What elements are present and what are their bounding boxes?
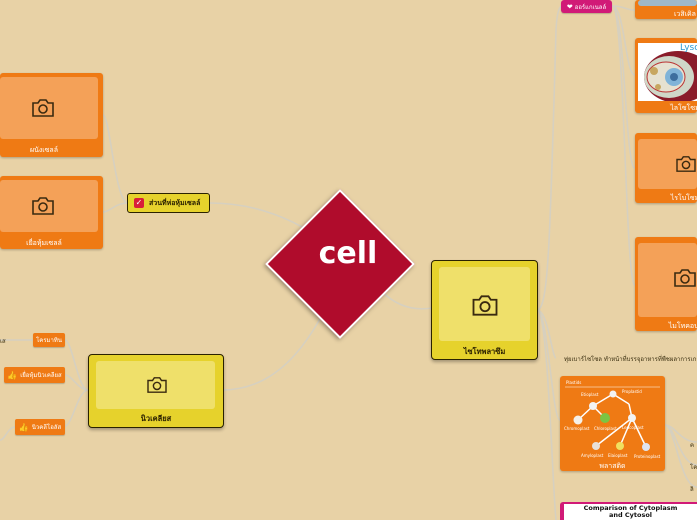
branch-cytoplasm-label: ไซโทพลาซึม xyxy=(463,347,506,356)
camera-icon xyxy=(676,156,696,172)
note-text: ทุ่ยเบาร์ไซโซล ทำหน้าที่บรรจุอาหารที่พืช… xyxy=(564,356,697,363)
camera-icon xyxy=(32,197,54,215)
topic-plastid-label: พลาสติด xyxy=(599,462,626,470)
topic-organelles[interactable]: ❤ ออร์แกเนลล์ xyxy=(561,0,612,13)
branch-cytoplasm[interactable]: ไซโทพลาซึม xyxy=(431,260,538,360)
branch-cell-covering-label: ส่วนที่ห่อหุ้มเซลล์ xyxy=(149,198,201,207)
central-topic-label: cell xyxy=(318,236,378,271)
topic-ribosome-label: ไรโบโซม xyxy=(670,194,697,202)
lysosome-image-text: Lyso xyxy=(680,43,697,53)
camera-icon xyxy=(674,269,696,287)
thumbs-up-icon: 👍 xyxy=(18,422,29,432)
topic-lysosome[interactable]: Lyso ไลโซโซม xyxy=(635,38,697,113)
plastid-sub-3: ลิ xyxy=(690,486,694,493)
branch-nucleus[interactable]: นิวเคลียส xyxy=(88,354,224,428)
topic-vesicle[interactable]: เวสิเคิล xyxy=(635,0,697,19)
topic-cell-membrane[interactable]: เยื่อหุ้มเซลล์ xyxy=(0,176,103,249)
plastid-sub-2: โค xyxy=(690,464,697,471)
topic-comparison[interactable]: Comparison of Cytoplasm and Cytosol xyxy=(560,502,697,520)
topic-nucleolus[interactable]: 👍 นิวคลีโอลัส xyxy=(15,419,65,435)
cut-text: เส xyxy=(0,338,6,345)
topic-ribosome[interactable]: ไรโบโซม xyxy=(635,133,697,203)
topic-vesicle-label: เวสิเคิล xyxy=(674,10,696,18)
plastid-sub-1: ค xyxy=(690,442,695,449)
camera-icon xyxy=(147,377,167,393)
topic-mitochondria[interactable]: ไมโทคอนเ xyxy=(635,237,697,331)
topic-chromatin[interactable]: โครมาทิน xyxy=(33,333,65,347)
topic-mitochondria-label: ไมโทคอนเ xyxy=(668,322,697,330)
topic-plastid[interactable]: Plastids Proplastid Etioplast Chromoplas… xyxy=(560,376,665,471)
topic-cell-membrane-label: เยื่อหุ้มเซลล์ xyxy=(26,239,62,247)
heart-icon: ❤ xyxy=(566,2,573,11)
camera-icon xyxy=(32,99,54,117)
topic-lysosome-label: ไลโซโซม xyxy=(670,104,697,112)
topic-comparison-label: Comparison of Cytoplasm and Cytosol xyxy=(564,504,697,520)
branch-cell-covering[interactable]: ✓ ส่วนที่ห่อหุ้มเซลล์ xyxy=(127,193,210,213)
branch-nucleus-label: นิวเคลียส xyxy=(140,414,172,423)
camera-icon xyxy=(472,295,498,316)
plastid-diagram: Plastids Proplastid Etioplast Chromoplas… xyxy=(564,380,661,459)
lysosome-image: Lyso xyxy=(638,43,697,101)
thumbs-up-icon: 👍 xyxy=(7,370,18,380)
topic-cell-wall-label: ผนังเซลล์ xyxy=(29,146,59,154)
topic-nuclear-membrane[interactable]: 👍 เยื่อหุ้มนิวเคลียส xyxy=(4,367,65,383)
topic-cell-wall[interactable]: ผนังเซลล์ xyxy=(0,73,103,157)
checkmark-icon: ✓ xyxy=(134,198,144,208)
